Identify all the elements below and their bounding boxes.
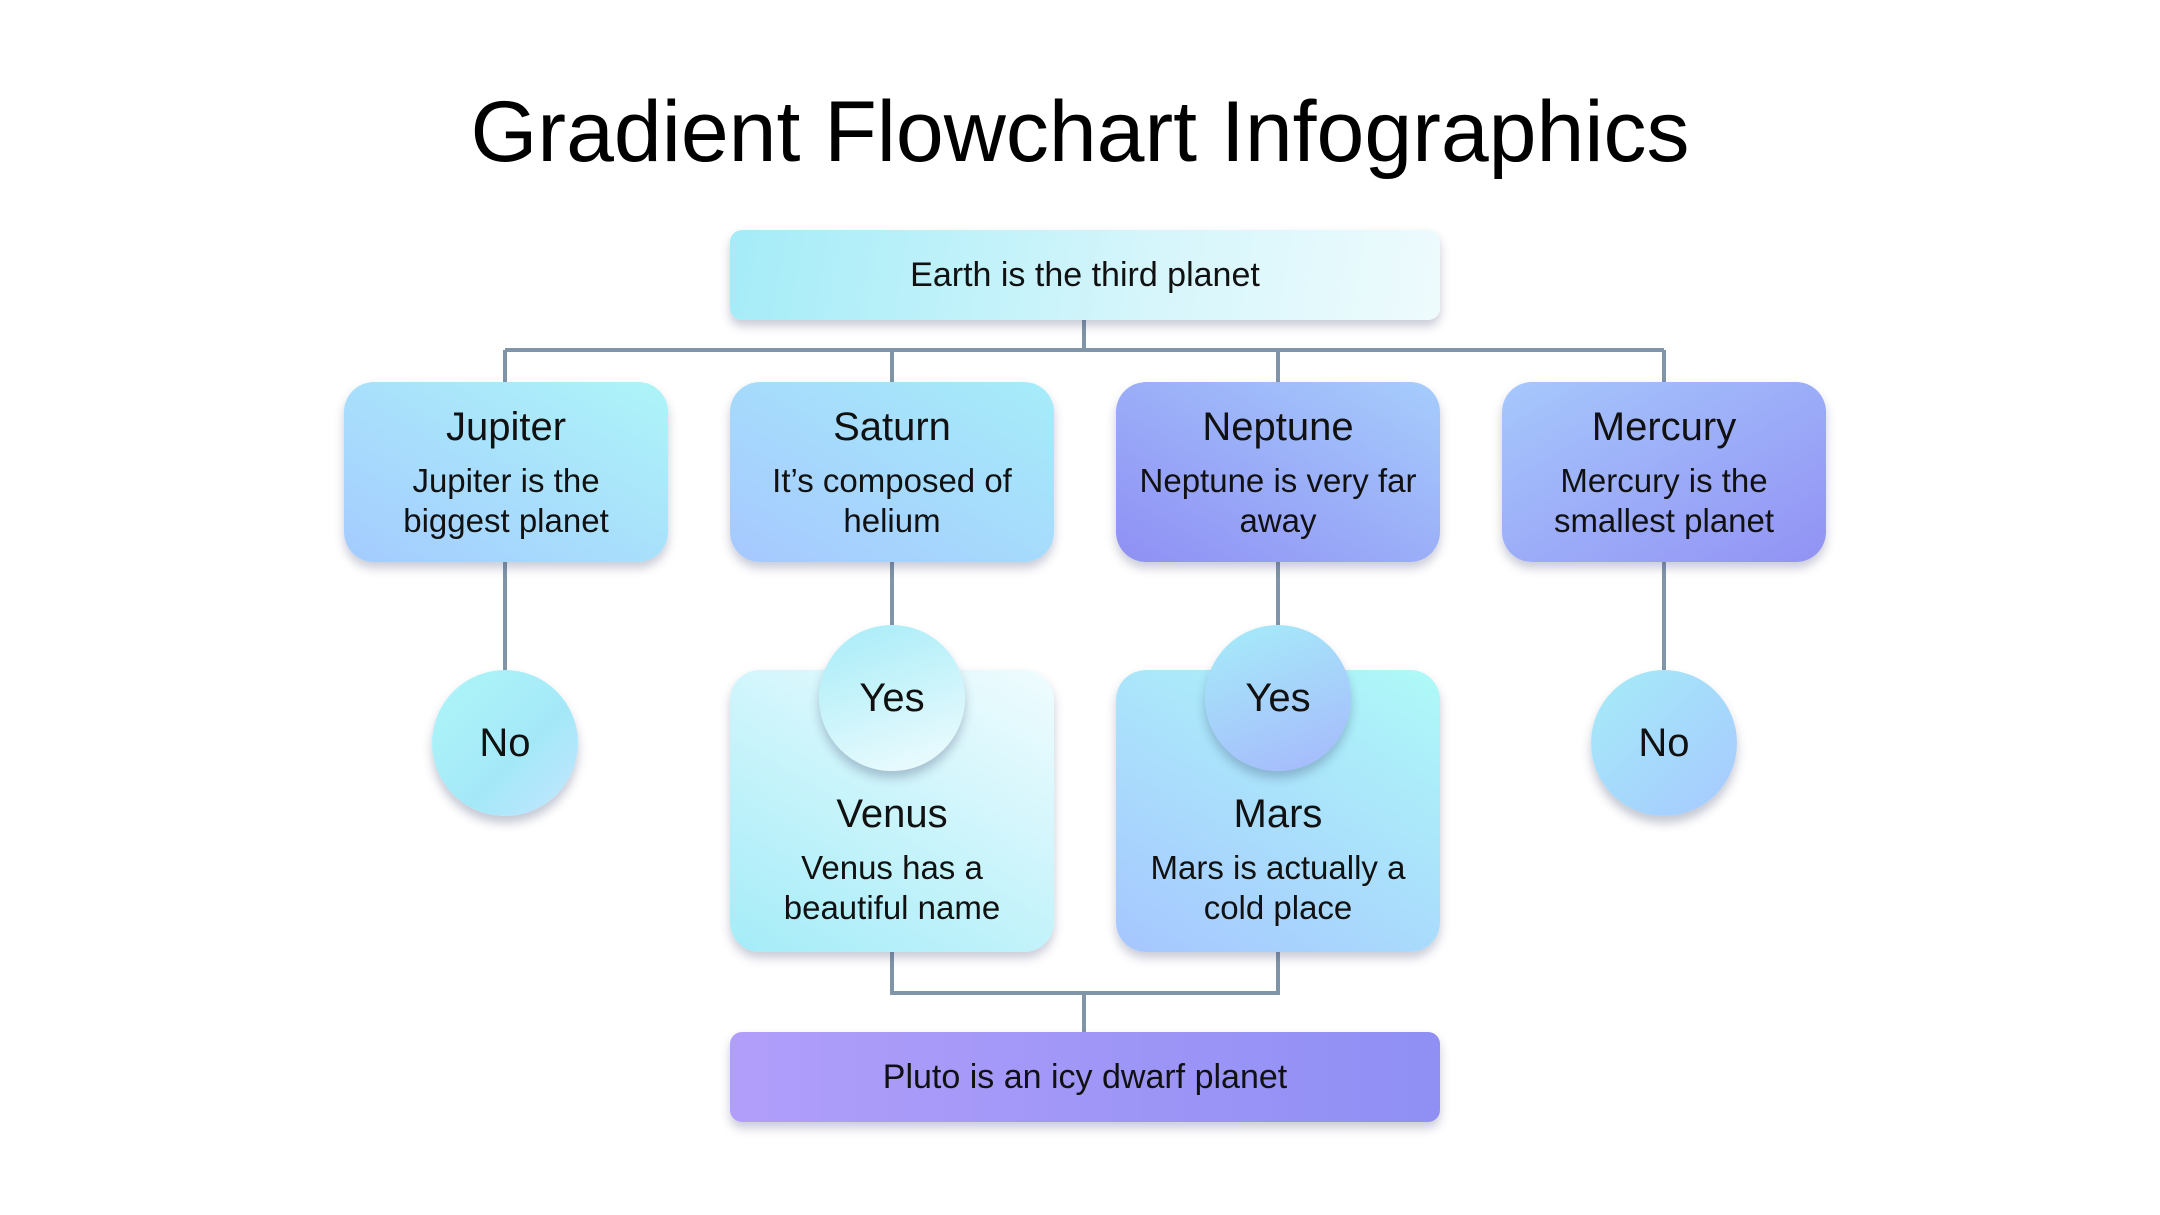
node-neptune: Neptune Neptune is very far away [1116,382,1440,562]
node-title: Neptune [1202,405,1354,449]
node-title: Jupiter [445,405,567,449]
bottom-box: Pluto is an icy dwarf planet [730,1032,1440,1122]
top-box: Earth is the third planet [730,230,1440,320]
bottom-box-text: Pluto is an icy dwarf planet [882,1057,1288,1096]
decision-jupiter-no: No [432,670,578,816]
node-text: Jupiter is the biggest planet [403,462,609,539]
node-title: Mercury [1591,405,1737,449]
decision-label: No [1638,720,1690,765]
result-text: Mars is actually a cold place [1150,849,1406,926]
node-text: It’s composed of helium [772,462,1012,539]
result-title: Venus [836,792,948,836]
top-box-text: Earth is the third planet [910,255,1260,294]
decision-neptune-yes: Yes [1205,625,1351,771]
node-text: Mercury is the smallest planet [1553,462,1775,539]
result-text: Venus has a beautiful name [783,849,1001,926]
node-saturn: Saturn It’s composed of helium [730,382,1054,562]
decision-label: Yes [1245,675,1311,720]
decision-saturn-yes: Yes [819,625,965,771]
decision-mercury-no: No [1591,670,1737,816]
decision-label: No [479,720,531,765]
node-title: Saturn [833,405,951,449]
result-title: Mars [1233,792,1323,836]
connector-bottom-rail [890,952,1280,995]
node-mercury: Mercury Mercury is the smallest planet [1502,382,1826,562]
node-text: Neptune is very far away [1139,462,1417,539]
page-title: Gradient Flowchart Infographics [470,84,1690,180]
decision-label: Yes [859,675,925,720]
node-jupiter: Jupiter Jupiter is the biggest planet [344,382,668,562]
